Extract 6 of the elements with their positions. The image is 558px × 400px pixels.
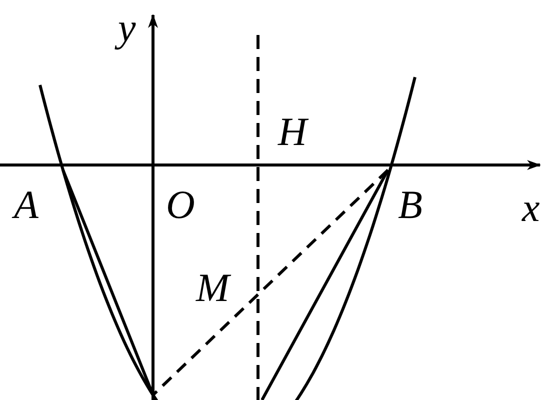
point-label: M (196, 268, 230, 308)
point-label: A (14, 185, 38, 225)
axis-label: x (522, 188, 540, 228)
point-label: B (398, 185, 422, 225)
point-label: H (278, 112, 307, 152)
point-label: O (166, 185, 195, 225)
